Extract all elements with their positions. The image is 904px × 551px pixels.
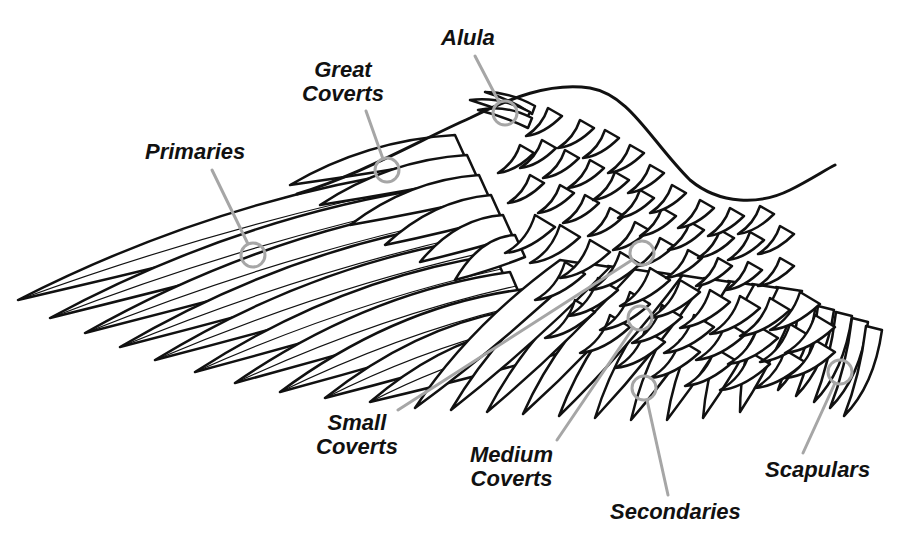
feather	[678, 200, 714, 228]
great-covert-feathers	[290, 135, 525, 280]
feather	[608, 145, 644, 173]
feather	[696, 258, 732, 286]
feather	[738, 206, 774, 234]
part-label: Medium Coverts	[470, 443, 553, 491]
feather	[740, 298, 790, 336]
feather	[558, 120, 594, 148]
feather	[568, 160, 604, 188]
feather	[498, 145, 534, 173]
leader-line	[647, 400, 668, 495]
feather	[620, 268, 670, 306]
part-label: Scapulars	[765, 458, 870, 482]
feather	[650, 185, 686, 213]
part-label: Secondaries	[610, 500, 741, 524]
feather	[728, 232, 764, 260]
target-circle	[828, 360, 852, 384]
feather	[538, 185, 574, 213]
feather	[520, 140, 556, 168]
feather	[583, 130, 619, 158]
target-circle	[493, 101, 517, 125]
part-label: Primaries	[145, 140, 245, 164]
part-label: Small Coverts	[316, 411, 398, 459]
feather	[588, 208, 624, 236]
leader-line	[803, 383, 835, 453]
feather	[758, 226, 794, 254]
feather	[593, 172, 629, 200]
feather	[530, 225, 580, 263]
feather	[628, 165, 664, 193]
leader-line	[398, 260, 632, 410]
leader-line	[366, 111, 383, 159]
medium-covert-feathers	[505, 215, 835, 390]
feather	[618, 190, 654, 218]
feather	[455, 235, 525, 280]
feather	[543, 150, 579, 178]
leader-line	[212, 170, 248, 244]
feather	[560, 240, 610, 278]
feather	[508, 175, 544, 203]
leader-line	[557, 328, 633, 440]
leader-line	[475, 56, 499, 102]
feather	[726, 262, 762, 290]
feather	[844, 326, 882, 416]
feather	[680, 290, 730, 328]
part-label: Alula	[441, 26, 495, 50]
target-circle	[241, 243, 265, 267]
part-label: Great Coverts	[302, 58, 384, 106]
feather	[770, 292, 820, 330]
feather	[758, 258, 794, 286]
target-circle	[632, 376, 656, 400]
feather	[708, 208, 744, 236]
target-circle	[630, 241, 654, 265]
alula-feathers	[470, 92, 535, 128]
feather	[666, 250, 702, 278]
target-circle	[628, 306, 652, 330]
target-circle	[375, 158, 399, 182]
feather	[650, 280, 700, 318]
